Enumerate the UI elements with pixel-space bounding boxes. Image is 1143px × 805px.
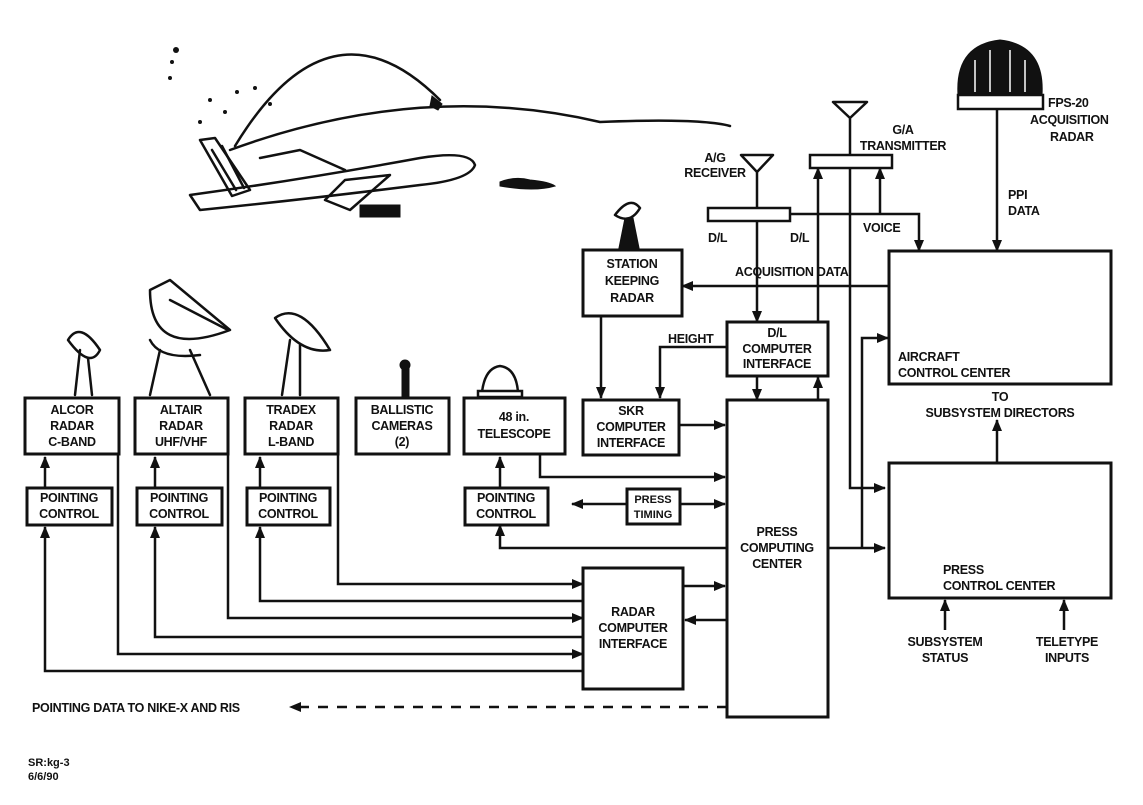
ag-receiver-label: RECEIVER <box>684 166 746 180</box>
teletype-inputs-label: TELETYPE <box>1036 635 1098 649</box>
ga-transmitter-label: G/A <box>892 123 914 137</box>
svg-text:PRESS: PRESS <box>757 525 798 539</box>
press-timing-block: PRESS TIMING <box>625 487 682 526</box>
ballistic-cameras-block: BALLISTIC CAMERAS (2) <box>354 396 451 456</box>
press-control-center-block: PRESS CONTROL CENTER <box>887 461 1113 600</box>
alcor-radar-block: ALCOR RADAR C-BAND <box>23 396 121 456</box>
alcor-pointing-control-block: POINTING CONTROL <box>25 486 114 527</box>
svg-text:POINTING: POINTING <box>477 491 535 505</box>
svg-text:CONTROL: CONTROL <box>258 507 318 521</box>
ppi-data-label: DATA <box>1008 204 1040 218</box>
acquisition-data-label: ACQUISITION DATA <box>735 265 849 279</box>
connections <box>40 109 1069 712</box>
svg-text:COMPUTING: COMPUTING <box>740 541 814 555</box>
radar-computer-interface-block: RADAR COMPUTER INTERFACE <box>581 566 685 691</box>
radar-dish-icon <box>613 201 642 249</box>
radar-dish-icon <box>273 312 332 397</box>
press-computing-center-block: PRESS COMPUTING CENTER <box>725 398 830 719</box>
svg-text:INTERFACE: INTERFACE <box>597 436 665 450</box>
skr-computer-interface-block: SKR COMPUTER INTERFACE <box>581 398 681 457</box>
svg-text:RADAR: RADAR <box>159 419 203 433</box>
svg-text:SKR: SKR <box>618 404 644 418</box>
station-keeping-radar-block: STATION KEEPING RADAR <box>581 248 684 318</box>
svg-text:CONTROL: CONTROL <box>149 507 209 521</box>
aircraft-illustration <box>168 47 732 218</box>
ag-receiver-label: A/G <box>704 151 725 165</box>
tradex-radar-block: TRADEX RADAR L-BAND <box>243 396 340 456</box>
svg-text:TRADEX: TRADEX <box>266 403 317 417</box>
svg-text:RADAR: RADAR <box>50 419 94 433</box>
dl-receiver-unit <box>706 206 792 223</box>
svg-text:C-BAND: C-BAND <box>48 435 96 449</box>
svg-text:INTERFACE: INTERFACE <box>599 637 667 651</box>
height-label: HEIGHT <box>668 332 714 346</box>
svg-text:POINTING: POINTING <box>259 491 317 505</box>
fps20-label: ACQUISITION <box>1030 113 1109 127</box>
tradex-pointing-control-block: POINTING CONTROL <box>245 486 332 527</box>
svg-text:D/L: D/L <box>767 326 787 340</box>
svg-text:CONTROL CENTER: CONTROL CENTER <box>898 366 1011 380</box>
fps20-label: RADAR <box>1050 130 1094 144</box>
svg-text:L-BAND: L-BAND <box>268 435 314 449</box>
svg-text:ALCOR: ALCOR <box>51 403 94 417</box>
svg-text:AIRCRAFT: AIRCRAFT <box>898 350 960 364</box>
dl-label-left: D/L <box>708 231 728 245</box>
dl-computer-interface-block: D/L COMPUTER INTERFACE <box>725 320 830 378</box>
svg-text:UHF/VHF: UHF/VHF <box>155 435 208 449</box>
svg-text:STATION: STATION <box>607 257 658 271</box>
svg-text:INTERFACE: INTERFACE <box>743 357 811 371</box>
antenna-icon <box>831 100 869 159</box>
svg-text:COMPUTER: COMPUTER <box>596 420 665 434</box>
camera-tower-icon <box>399 359 411 398</box>
svg-text:RADAR: RADAR <box>610 291 654 305</box>
ga-transmitter-label: TRANSMITTER <box>860 139 947 153</box>
subsystem-status-label: SUBSYSTEM <box>907 635 982 649</box>
ppi-data-label: PPI <box>1008 188 1027 202</box>
svg-text:(2): (2) <box>395 435 410 449</box>
fps20-label: FPS-20 <box>1048 96 1089 110</box>
aircraft-control-center-block: AIRCRAFT CONTROL CENTER <box>887 249 1113 386</box>
footer-date: 6/6/90 <box>28 771 59 783</box>
svg-text:TELESCOPE: TELESCOPE <box>477 427 550 441</box>
svg-text:COMPUTER: COMPUTER <box>598 621 667 635</box>
svg-text:ALTAIR: ALTAIR <box>160 403 202 417</box>
svg-text:PRESS: PRESS <box>634 494 671 506</box>
pointing-data-label: POINTING DATA TO NIKE-X AND RIS <box>32 701 240 715</box>
svg-text:RADAR: RADAR <box>269 419 313 433</box>
svg-text:48 in.: 48 in. <box>499 410 529 424</box>
svg-text:POINTING: POINTING <box>150 491 208 505</box>
svg-text:RADAR: RADAR <box>611 605 655 619</box>
svg-text:COMPUTER: COMPUTER <box>742 342 811 356</box>
telescope-dome-icon <box>476 364 524 399</box>
svg-text:CAMERAS: CAMERAS <box>371 419 432 433</box>
subsystem-status-label: STATUS <box>922 651 968 665</box>
svg-text:BALLISTIC: BALLISTIC <box>371 403 434 417</box>
footer-ref: SR:kg-3 <box>28 757 70 769</box>
to-subsystem-label: TO <box>992 390 1009 404</box>
svg-text:KEEPING: KEEPING <box>605 274 659 288</box>
svg-text:TIMING: TIMING <box>634 509 673 521</box>
teletype-inputs-label: INPUTS <box>1045 651 1089 665</box>
radar-dish-icon <box>148 278 232 397</box>
radar-dish-icon <box>66 330 102 397</box>
antenna-icon <box>739 153 775 212</box>
altair-pointing-control-block: POINTING CONTROL <box>135 486 224 527</box>
to-subsystem-label: SUBSYSTEM DIRECTORS <box>926 406 1075 420</box>
telescope-block: 48 in. TELESCOPE <box>462 396 567 456</box>
radome-icon <box>956 39 1045 111</box>
svg-text:POINTING: POINTING <box>40 491 98 505</box>
svg-text:PRESS: PRESS <box>943 563 984 577</box>
ga-transmitter-unit <box>808 153 894 170</box>
telescope-pointing-control-block: POINTING CONTROL <box>463 486 550 527</box>
svg-text:CONTROL: CONTROL <box>39 507 99 521</box>
altair-radar-block: ALTAIR RADAR UHF/VHF <box>133 396 230 456</box>
voice-label: VOICE <box>863 221 900 235</box>
svg-text:CENTER: CENTER <box>752 557 802 571</box>
dl-label-right: D/L <box>790 231 810 245</box>
svg-text:CONTROL CENTER: CONTROL CENTER <box>943 579 1056 593</box>
svg-text:CONTROL: CONTROL <box>476 507 536 521</box>
